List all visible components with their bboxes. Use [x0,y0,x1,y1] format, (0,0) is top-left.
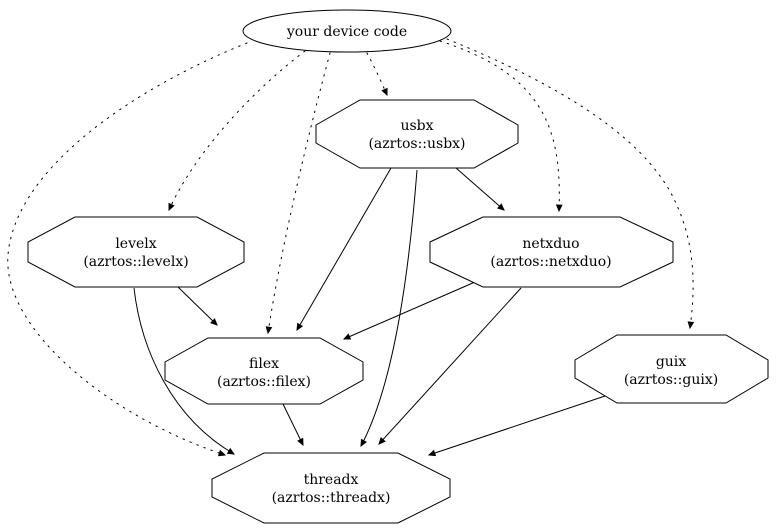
node-threadx-shape [211,452,451,524]
node-your-device-code: your device code [242,9,452,53]
node-threadx-label: threadx [304,472,359,488]
node-usbx-label: usbx [400,118,433,134]
node-netxduo: netxduo (azrtos::netxduo) [429,216,674,288]
edge-filex-to-threadx [282,403,304,447]
node-levelx-shape [27,216,245,288]
node-levelx-sublabel: (azrtos::levelx) [83,254,188,270]
node-levelx: levelx (azrtos::levelx) [27,216,245,288]
edge-your-device-code-to-guix [446,38,695,330]
edge-your-device-code-to-threadx [7,42,248,457]
node-filex-sublabel: (azrtos::filex) [217,374,311,390]
node-filex: filex (azrtos::filex) [164,337,364,405]
node-netxduo-sublabel: (azrtos::netxduo) [490,254,611,270]
node-guix: guix (azrtos::guix) [574,334,769,404]
node-threadx: threadx (azrtos::threadx) [211,452,451,524]
edge-your-device-code-to-filex [265,52,331,335]
node-guix-sublabel: (azrtos::guix) [624,372,718,388]
node-usbx-sublabel: (azrtos::usbx) [368,136,465,152]
edge-your-device-code-to-levelx [168,50,306,212]
node-threadx-sublabel: (azrtos::threadx) [272,490,391,506]
edge-netxduo-to-filex [342,281,476,340]
edge-netxduo-to-threadx [378,287,522,445]
node-usbx: usbx (azrtos::usbx) [315,99,519,169]
edge-levelx-to-threadx [133,287,235,455]
node-netxduo-shape [429,216,674,288]
node-usbx-shape [315,99,519,169]
edge-guix-to-threadx [427,394,609,457]
node-levelx-label: levelx [115,236,156,252]
node-guix-shape [574,334,769,404]
edge-usbx-to-netxduo [455,167,505,211]
node-filex-shape [164,337,364,405]
edge-your-device-code-to-usbx [366,52,388,97]
node-your-device-code-shape [242,9,452,53]
edge-your-device-code-to-netxduo [439,40,563,213]
edge-levelx-to-filex [177,286,218,326]
edge-usbx-to-threadx [360,169,418,447]
node-filex-label: filex [249,356,279,372]
node-netxduo-label: netxduo [522,236,579,252]
edge-usbx-to-filex [296,167,392,331]
node-guix-label: guix [656,354,686,370]
node-your-device-code-label: your device code [286,24,407,40]
